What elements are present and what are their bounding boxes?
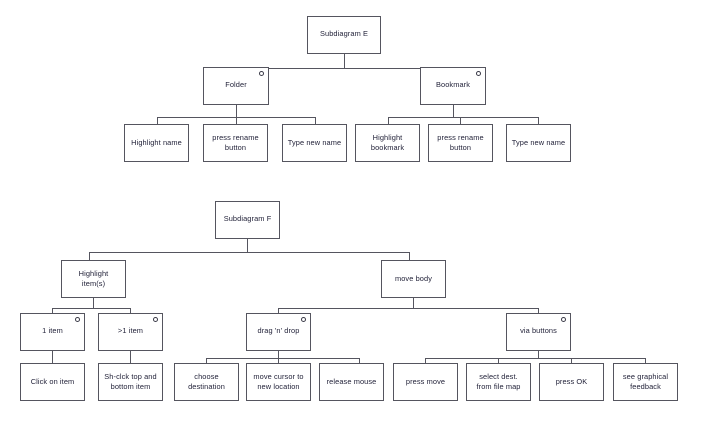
node-label: Highlight item(s) (78, 269, 109, 288)
node-label: release mouse (326, 377, 377, 387)
node-folder: Folder (203, 67, 269, 105)
choice-marker-icon (560, 317, 566, 323)
connector-e-level1-bus (236, 68, 453, 69)
connector-dragdrop-bus (206, 358, 359, 359)
connector-highlight-bus (52, 308, 130, 309)
node-label: press OK (555, 377, 588, 387)
connector-dragdrop-child1 (206, 358, 207, 363)
node-see-graphical-feedback: see graphical feedback (613, 363, 678, 401)
node-label: Sh-clck top and bottom item (104, 372, 157, 391)
node-label: press rename button (212, 133, 259, 152)
node-type-new-name-folder: Type new name (282, 124, 347, 162)
connector-highlight-child1 (52, 308, 53, 313)
node-press-move: press move (393, 363, 458, 401)
node-label: see graphical feedback (622, 372, 669, 391)
node-select-destination-file-map: select dest. from file map (466, 363, 531, 401)
node-label: Folder (225, 80, 247, 90)
node-press-ok: press OK (539, 363, 604, 401)
node-label: Click on item (30, 377, 75, 387)
node-click-on-item: Click on item (20, 363, 85, 401)
connector-one-item-stem (52, 351, 53, 363)
connector-dragdrop-child2 (278, 358, 279, 363)
choice-marker-icon (258, 71, 264, 77)
node-shift-click-top-bottom: Sh-clck top and bottom item (98, 363, 163, 401)
node-press-rename-button-folder: press rename button (203, 124, 268, 162)
node-subdiagram-e: Subdiagram E (307, 16, 381, 54)
connector-viabuttons-child3 (571, 358, 572, 363)
connector-f-movebody-drop (409, 252, 410, 260)
connector-e-root-stem (344, 54, 345, 68)
connector-folder-stem (236, 105, 237, 117)
choice-marker-icon (152, 317, 158, 323)
connector-f-level1-bus (89, 252, 409, 253)
node-label: Type new name (287, 138, 342, 148)
node-highlight-items: Highlight item(s) (61, 260, 126, 298)
node-label: select dest. from file map (476, 372, 521, 391)
node-label: press move (405, 377, 446, 387)
node-many-items: >1 item (98, 313, 163, 351)
connector-viabuttons-stem (538, 351, 539, 358)
node-release-mouse: release mouse (319, 363, 384, 401)
connector-f-highlight-drop (89, 252, 90, 260)
node-label: Subdiagram F (223, 214, 272, 224)
node-move-body: move body (381, 260, 446, 298)
node-label: choose destination (188, 372, 225, 391)
choice-marker-icon (300, 317, 306, 323)
node-one-item: 1 item (20, 313, 85, 351)
connector-viabuttons-child2 (498, 358, 499, 363)
node-via-buttons: via buttons (506, 313, 571, 351)
connector-highlight-child2 (130, 308, 131, 313)
node-label: >1 item (117, 326, 144, 336)
node-press-rename-button-bookmark: press rename button (428, 124, 493, 162)
connector-bookmark-bus (388, 117, 538, 118)
node-label: Bookmark (435, 80, 471, 90)
choice-marker-icon (74, 317, 80, 323)
connector-movebody-child2 (538, 308, 539, 313)
connector-many-items-stem (130, 351, 131, 363)
node-label: Subdiagram E (319, 29, 369, 39)
choice-marker-icon (475, 71, 481, 77)
node-highlight-name: Highlight name (124, 124, 189, 162)
connector-bookmark-child1 (388, 117, 389, 124)
node-label: Type new name (511, 138, 566, 148)
node-label: press rename button (437, 133, 484, 152)
node-label: Highlight bookmark (370, 133, 405, 152)
node-label: drag 'n' drop (257, 326, 300, 336)
node-choose-destination: choose destination (174, 363, 239, 401)
connector-folder-child3 (315, 117, 316, 124)
node-drag-n-drop: drag 'n' drop (246, 313, 311, 351)
node-highlight-bookmark: Highlight bookmark (355, 124, 420, 162)
connector-movebody-child1 (278, 308, 279, 313)
node-type-new-name-bookmark: Type new name (506, 124, 571, 162)
connector-dragdrop-stem (278, 351, 279, 358)
connector-dragdrop-child3 (359, 358, 360, 363)
connector-folder-child1 (157, 117, 158, 124)
node-bookmark: Bookmark (420, 67, 486, 105)
connector-bookmark-child3 (538, 117, 539, 124)
node-label: move cursor to new location (253, 372, 304, 391)
connector-movebody-stem (413, 298, 414, 308)
connector-folder-child2 (236, 117, 237, 124)
connector-movebody-bus (278, 308, 538, 309)
node-label: 1 item (42, 326, 63, 336)
node-label: via buttons (520, 326, 557, 336)
node-label: move body (394, 274, 433, 284)
connector-highlight-stem (93, 298, 94, 308)
connector-viabuttons-bus (425, 358, 645, 359)
node-label: Highlight name (131, 138, 182, 148)
connector-viabuttons-child1 (425, 358, 426, 363)
connector-f-root-stem (247, 239, 248, 252)
connector-viabuttons-child4 (645, 358, 646, 363)
node-subdiagram-f: Subdiagram F (215, 201, 280, 239)
connector-bookmark-child2 (460, 117, 461, 124)
connector-bookmark-stem (453, 105, 454, 117)
node-move-cursor: move cursor to new location (246, 363, 311, 401)
